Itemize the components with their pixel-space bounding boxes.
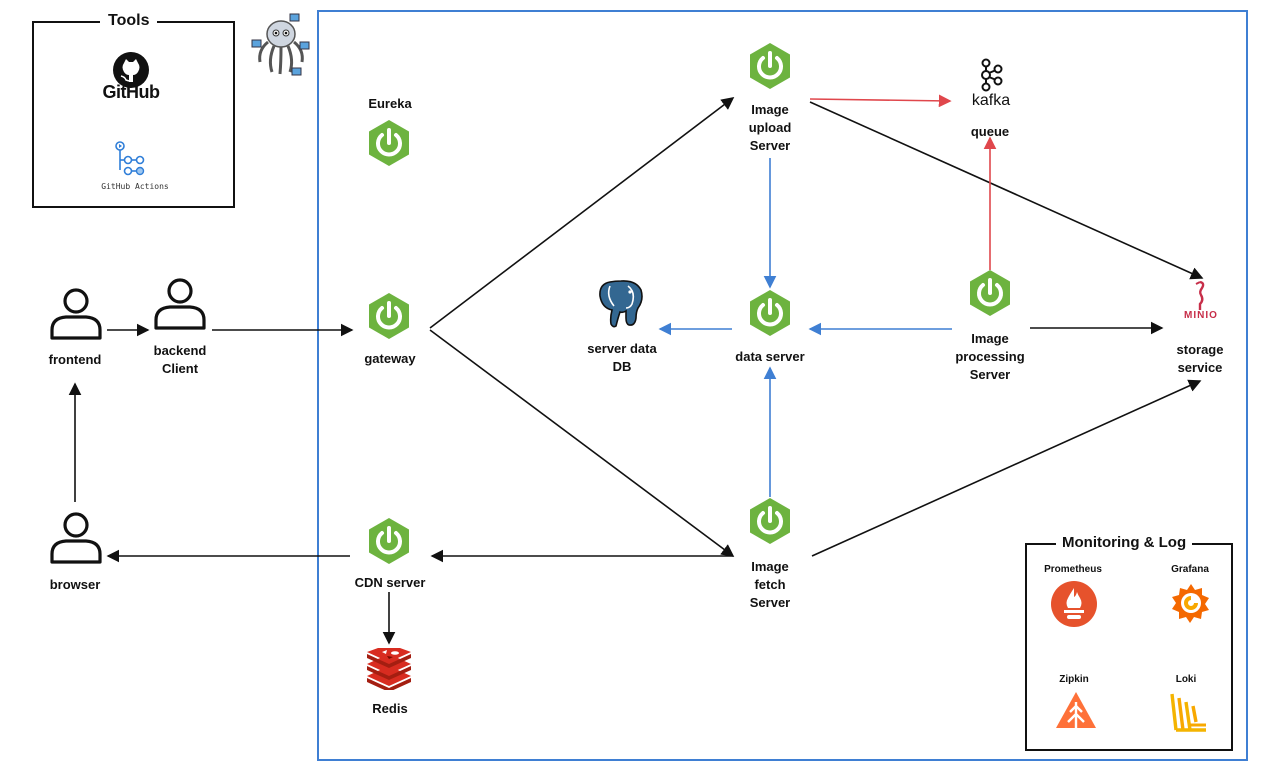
arrow-fetch-minio <box>811 379 1202 557</box>
gateway-spring-icon <box>365 292 413 340</box>
github-actions-label: GitHub Actions <box>101 182 169 191</box>
server-data-db-label: server data DB <box>587 341 657 374</box>
eureka-label: Eureka <box>368 96 412 111</box>
queue-label: queue <box>970 124 1010 139</box>
data-server-spring-icon <box>746 289 794 337</box>
monitoring-title: Monitoring & Log <box>1056 534 1193 551</box>
zipkin-icon <box>1056 692 1096 728</box>
github-icon <box>113 52 149 88</box>
github-actions-icon <box>115 141 145 176</box>
minio-icon <box>1195 280 1205 310</box>
services-frame <box>317 10 1248 761</box>
loki-label: Loki <box>1175 674 1197 685</box>
arrow-upload-kafka <box>809 94 952 108</box>
postgresql-elephant-icon <box>599 280 643 328</box>
loki-icon <box>1170 693 1206 732</box>
backend-client-label: backend Client <box>153 343 207 376</box>
github-wordmark: GitHub <box>102 82 161 102</box>
browser-user-icon <box>48 510 104 564</box>
grafana-icon <box>1172 584 1209 623</box>
gateway-label: gateway <box>364 351 416 366</box>
fetch-server-label: Image fetch Server <box>749 559 791 610</box>
frontend-user-icon <box>48 286 104 340</box>
frontend-label: frontend <box>48 352 102 367</box>
storage-service-label: storage service <box>1176 342 1224 375</box>
browser-label: browser <box>49 577 101 592</box>
arrow-upload-minio <box>809 101 1204 280</box>
processing-server-spring-icon <box>966 269 1014 317</box>
fetch-server-spring-icon <box>746 497 794 545</box>
processing-server-label: Image processing Server <box>955 331 1025 382</box>
backend-user-icon <box>152 276 208 330</box>
data-server-label: data server <box>735 349 805 364</box>
redis-label: Redis <box>372 701 408 716</box>
kafka-wordmark: kafka <box>971 92 1011 109</box>
tools-title: Tools <box>100 12 158 30</box>
prometheus-label: Prometheus <box>1044 564 1102 575</box>
arrow-gateway-fetch <box>429 329 735 557</box>
eureka-spring-icon <box>365 119 413 167</box>
kafka-icon <box>981 58 1003 92</box>
grafana-label: Grafana <box>1171 564 1209 575</box>
arrow-gateway-upload <box>429 97 735 329</box>
zipkin-label: Zipkin <box>1059 674 1089 685</box>
upload-server-label: Image upload Server <box>748 102 792 153</box>
upload-server-spring-icon <box>746 42 794 90</box>
octopus-mascot-icon <box>251 13 310 76</box>
redis-icon <box>367 648 411 690</box>
cdn-server-spring-icon <box>365 517 413 565</box>
cdn-server-label: CDN server <box>354 575 426 590</box>
minio-wordmark: MINIO <box>1184 310 1218 321</box>
prometheus-icon <box>1051 581 1097 627</box>
